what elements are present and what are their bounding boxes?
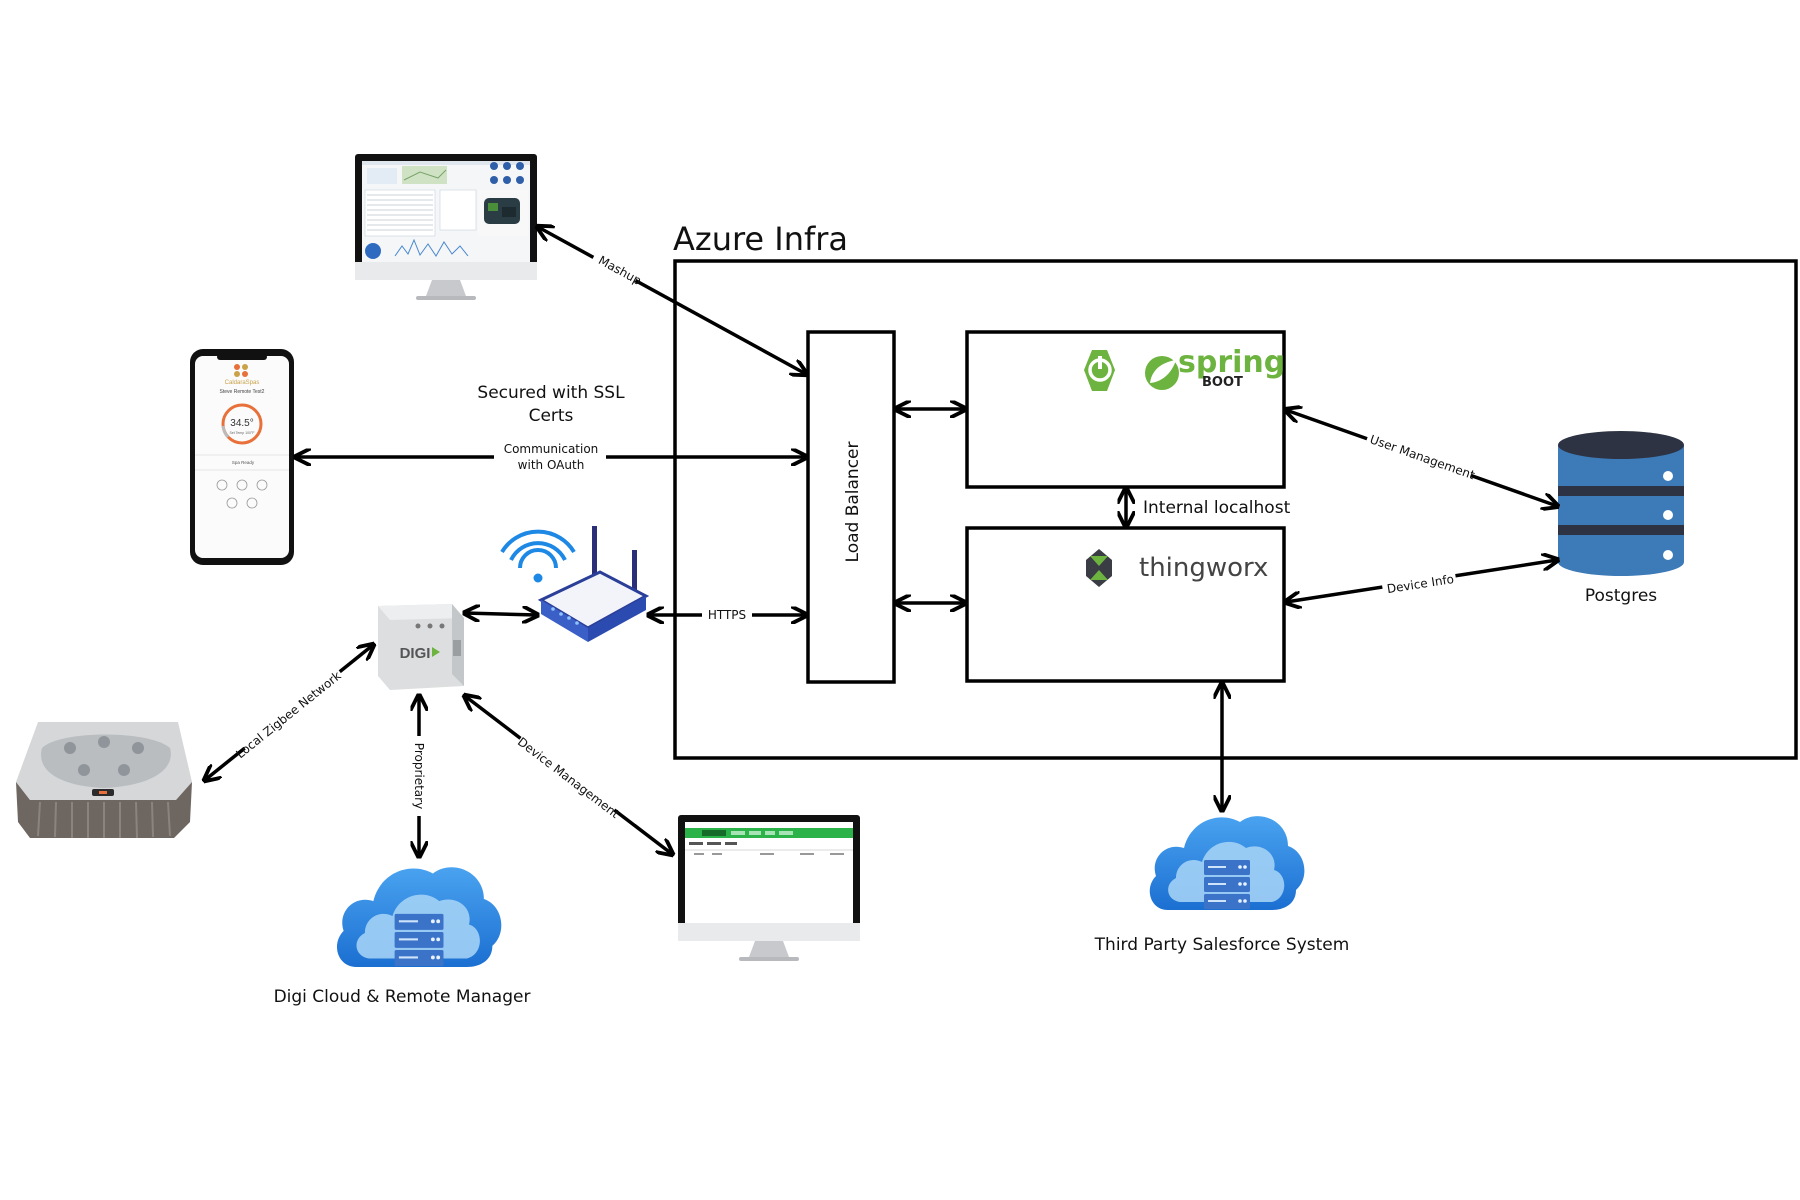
- monitor-remote-manager-icon: [678, 815, 860, 961]
- spring-boot-box: [965, 330, 1286, 489]
- monitor-dashboard-icon: [355, 154, 537, 300]
- oauth-label-line2: with OAuth: [518, 458, 585, 472]
- thingworx-logo: thingworx: [1086, 549, 1268, 587]
- temperature-gauge-icon: [221, 403, 263, 445]
- mashup-connector: [538, 227, 806, 374]
- phone-temperature: 34.5°: [230, 418, 253, 429]
- phone-set-temp: Set Temp 100°F: [229, 431, 254, 435]
- hot-tub-icon: [16, 722, 192, 839]
- salesforce-cloud-icon: [1149, 816, 1305, 910]
- digi-cloud-label: Digi Cloud & Remote Manager: [274, 987, 531, 1007]
- wifi-router-icon: [500, 526, 650, 642]
- spring-word: spring: [1178, 345, 1285, 380]
- load-balancer-label: Load Balancer: [843, 442, 863, 563]
- digi-gateway-icon: DIGI: [378, 604, 464, 690]
- spring-leaf-icon: [1145, 356, 1179, 390]
- thingworx-word: thingworx: [1139, 553, 1268, 583]
- ssl-label-line2: Certs: [529, 406, 574, 426]
- salesforce-label: Third Party Salesforce System: [1094, 935, 1350, 955]
- spring-boot-logo: spring BOOT: [1084, 345, 1285, 391]
- phone-device-name: Steve Remote Test2: [220, 389, 265, 395]
- spring-boot-sub: BOOT: [1202, 375, 1243, 390]
- zigbee-label: Local Zigbee Network: [233, 669, 343, 762]
- thingworx-x-icon: [1086, 549, 1112, 587]
- azure-infra-title: Azure Infra: [673, 220, 848, 258]
- phone-brand: CaldaraSpas: [225, 380, 260, 386]
- gateway-router-connector: [465, 613, 537, 615]
- device-management-label: Device Management: [515, 735, 622, 822]
- postgres-database-icon: [1558, 431, 1684, 576]
- oauth-label-line1: Communication: [504, 442, 599, 456]
- ssl-label-line1: Secured with SSL: [477, 383, 625, 403]
- digi-cloud-icon: [336, 867, 502, 967]
- phone-mode: Spa Ready: [232, 460, 255, 465]
- https-label: HTTPS: [708, 608, 746, 622]
- internal-localhost-label: Internal localhost: [1143, 498, 1291, 518]
- proprietary-label: Proprietary: [412, 743, 426, 809]
- postgres-label: Postgres: [1585, 586, 1657, 606]
- app-logo-icon: [234, 364, 248, 377]
- load-balancer-box: [806, 330, 896, 684]
- mobile-app-icon: CaldaraSpas Steve Remote Test2 34.5° Set…: [190, 349, 294, 565]
- thingworx-box: [965, 526, 1286, 683]
- digi-logo-text: DIGI: [400, 645, 431, 662]
